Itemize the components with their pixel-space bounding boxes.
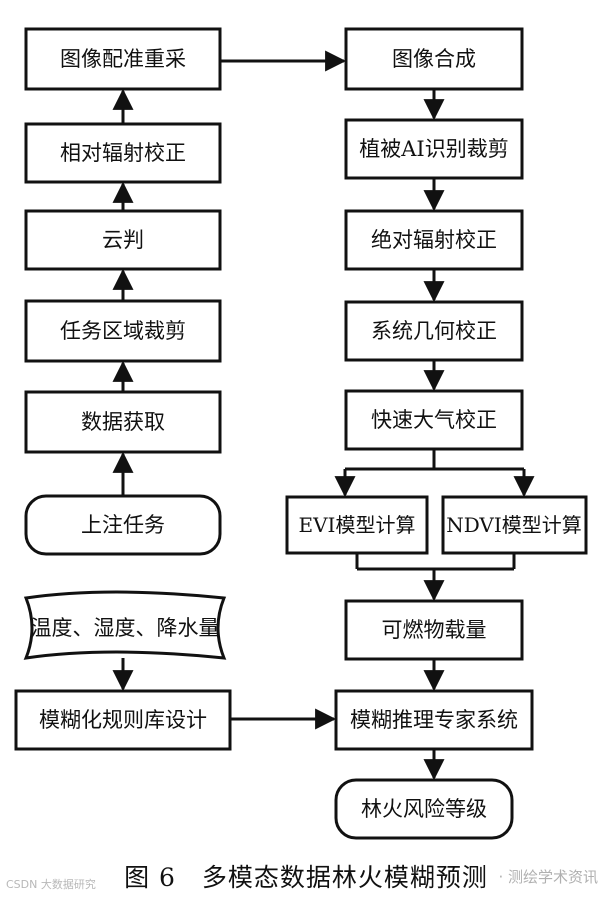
- label-ndvi: NDVI模型计算: [446, 513, 582, 537]
- label-risk: 林火风险等级: [361, 797, 487, 821]
- label-register: 图像配准重采: [60, 47, 186, 71]
- figure-caption: 图 6 多模态数据林火模糊预测: [124, 863, 488, 892]
- watermark-left: CSDN 大数据研究: [6, 878, 96, 891]
- box-weather: [23, 590, 227, 660]
- label-evi: EVI模型计算: [299, 513, 416, 537]
- label-fuel: 可燃物载量: [382, 618, 487, 642]
- label-geo: 系统几何校正: [371, 319, 497, 343]
- watermark-right: · 测绘学术资讯: [498, 868, 598, 886]
- label-task-crop: 任务区域裁剪: [60, 319, 186, 343]
- label-compose: 图像合成: [392, 47, 476, 71]
- label-expert: 模糊推理专家系统: [350, 708, 518, 732]
- label-veg-ai: 植被AI识别裁剪: [359, 137, 508, 161]
- label-upload: 上注任务: [81, 513, 165, 537]
- label-atmos: 快速大气校正: [371, 408, 497, 432]
- label-rel-radio: 相对辐射校正: [60, 141, 186, 165]
- label-weather: 温度、湿度、降水量: [31, 616, 220, 640]
- label-abs-radio: 绝对辐射校正: [371, 228, 497, 252]
- label-cloud: 云判: [102, 228, 144, 252]
- label-acquire: 数据获取: [81, 410, 165, 434]
- label-fuzzy-rules: 模糊化规则库设计: [39, 708, 207, 732]
